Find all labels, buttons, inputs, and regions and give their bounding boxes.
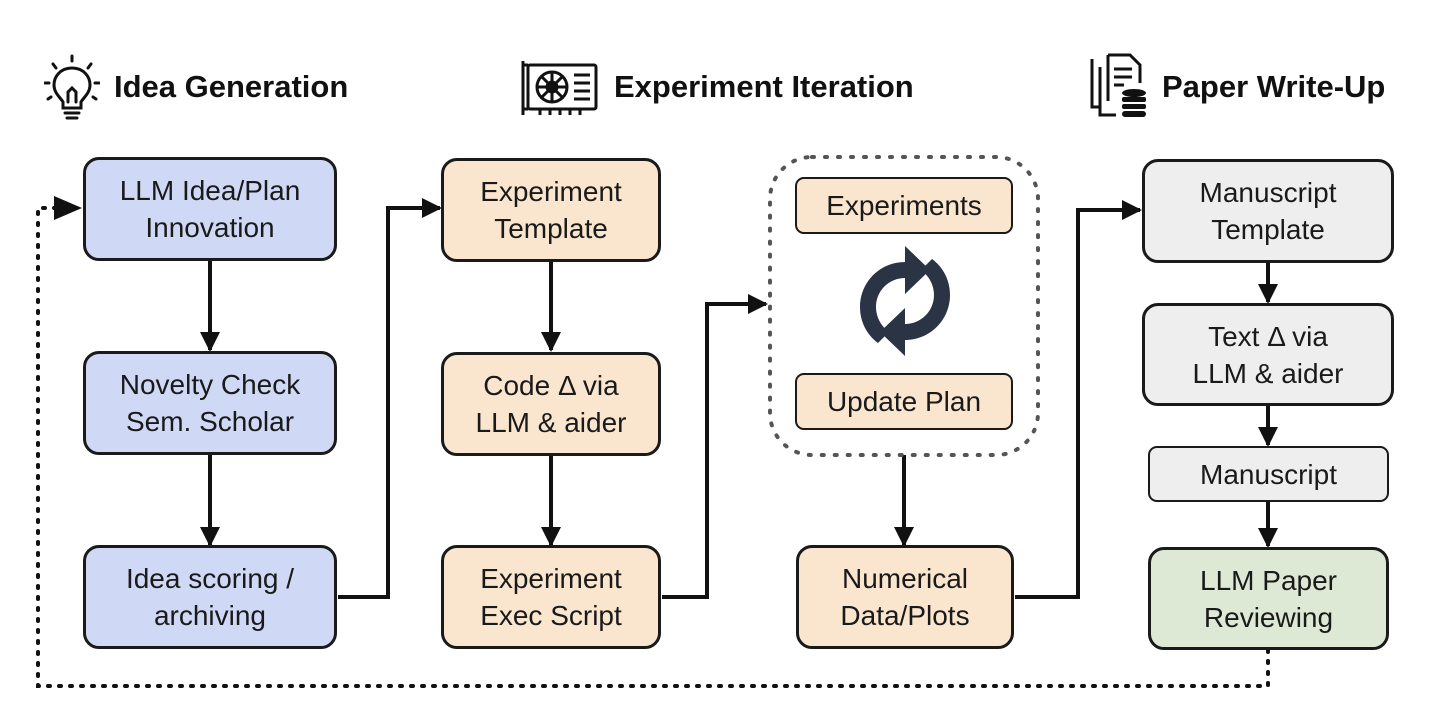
header-experiment-iteration: Experiment Iteration — [520, 55, 914, 119]
feedback-arrowhead — [54, 196, 82, 220]
arrow-scoring-to-template — [338, 198, 442, 599]
arrow-exec-to-loop — [662, 294, 768, 599]
step-code-delta: Code Δ via LLM & aider — [441, 352, 661, 456]
feedback-loop-dotted — [36, 206, 1270, 688]
step-llm-idea-innovation: LLM Idea/Plan Innovation — [83, 157, 337, 261]
step-manuscript: Manuscript — [1148, 446, 1389, 502]
document-database-icon — [1090, 53, 1146, 117]
header-idea-generation: Idea Generation — [44, 52, 348, 122]
step-manuscript-template: Manuscript Template — [1142, 159, 1394, 263]
step-text-delta: Text Δ via LLM & aider — [1142, 303, 1394, 406]
iteration-loop-container — [768, 155, 1040, 457]
section-title-idea: Idea Generation — [114, 69, 349, 104]
section-title-experiment: Experiment Iteration — [614, 69, 914, 104]
step-experiments: Experiments — [795, 177, 1013, 234]
step-idea-scoring: Idea scoring / archiving — [83, 545, 337, 649]
step-novelty-check: Novelty Check Sem. Scholar — [83, 351, 337, 455]
lightbulb-icon — [44, 54, 100, 120]
header-paper-write-up: Paper Write-Up — [1088, 52, 1385, 122]
step-update-plan: Update Plan — [795, 373, 1013, 430]
gpu-card-icon — [521, 61, 598, 115]
step-experiment-template: Experiment Template — [441, 158, 661, 262]
refresh-cycle-icon — [860, 246, 950, 356]
arrow-data-to-manuscript-template — [1015, 200, 1142, 599]
step-numerical-data-plots: Numerical Data/Plots — [796, 545, 1014, 649]
section-title-paper: Paper Write-Up — [1162, 69, 1386, 104]
step-llm-paper-reviewing: LLM Paper Reviewing — [1148, 547, 1389, 650]
step-experiment-exec-script: Experiment Exec Script — [441, 545, 661, 649]
